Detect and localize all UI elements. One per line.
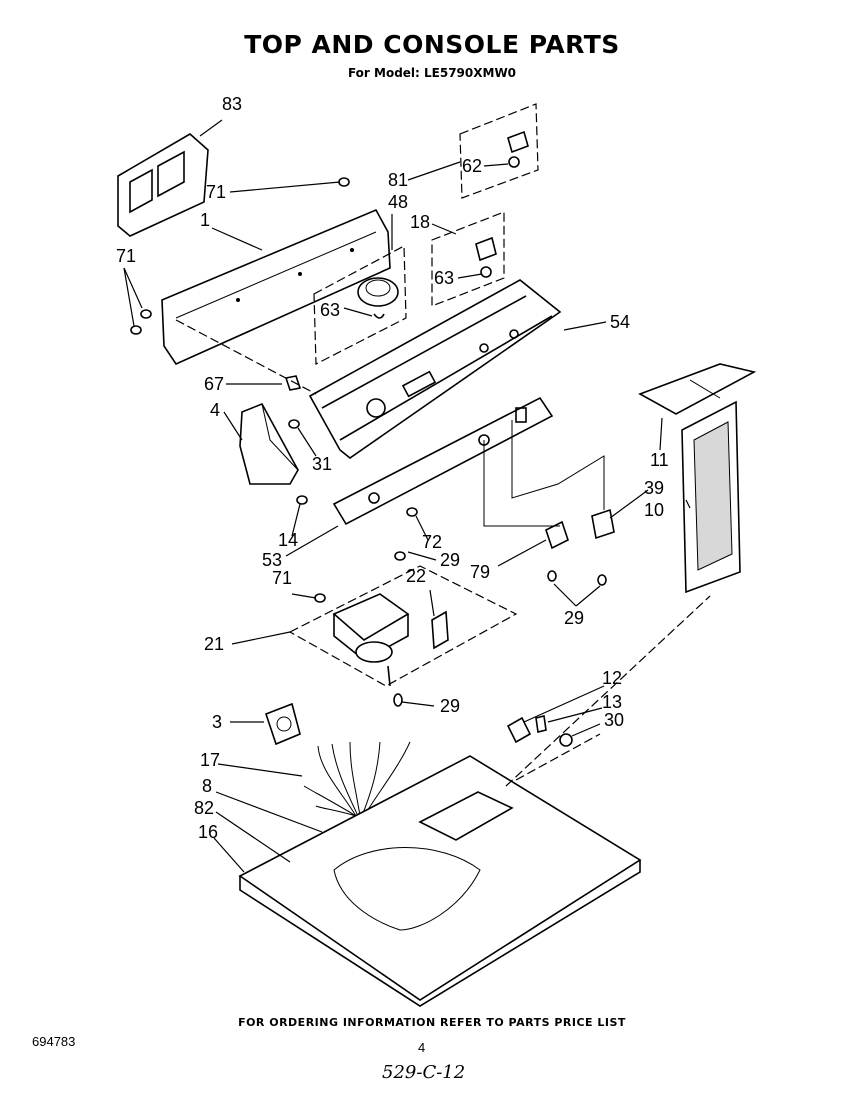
callout-4: 4: [210, 400, 220, 420]
ordering-note: FOR ORDERING INFORMATION REFER TO PARTS …: [238, 1016, 626, 1029]
callout-82: 82: [194, 798, 214, 818]
part-11-filter-cover: [638, 363, 757, 415]
part-83-end-panel: [117, 133, 209, 237]
callout-71: 71: [116, 246, 136, 266]
harness-line: [511, 420, 605, 510]
leader-lines: [123, 119, 691, 873]
part-48-knob-group: [313, 245, 407, 365]
callout-10: 10: [644, 500, 664, 520]
callout-8: 8: [202, 776, 212, 796]
callout-21: 21: [204, 634, 224, 654]
callout-81: 81: [388, 170, 408, 190]
callout-53: 53: [262, 550, 282, 570]
page-number: 4: [418, 1040, 426, 1055]
part-22-bracket: [431, 610, 449, 650]
callout-3: 3: [212, 712, 222, 732]
model-subtitle: For Model: LE5790XMW0: [347, 66, 517, 80]
callout-62: 62: [462, 156, 482, 176]
callout-16: 16: [198, 822, 218, 842]
callout-13: 13: [602, 692, 622, 712]
callout-48: 48: [388, 192, 408, 212]
callout-29: 29: [564, 608, 584, 628]
part-12-bracket: [506, 716, 532, 744]
reference-line: [175, 319, 317, 395]
part-1-rear-panel: [161, 208, 391, 366]
callout-79: 79: [470, 562, 490, 582]
harness-line: [483, 440, 560, 527]
handwritten-code: 529-C-12: [382, 1062, 466, 1083]
callout-30: 30: [604, 710, 624, 730]
part-67-clip: [284, 375, 302, 391]
callout-labels: 83 71 1 71 48 81 62 18 63 63 54 67 4 31 …: [116, 94, 669, 842]
callout-54: 54: [610, 312, 630, 332]
part-81-knob-group: [459, 103, 539, 199]
page-title: TOP AND CONSOLE PARTS: [244, 30, 620, 59]
part-18-knob-group: [431, 211, 505, 307]
part-10-lint-housing: [681, 400, 741, 594]
reference-line: [505, 595, 711, 787]
part-13-screw: [535, 715, 547, 733]
callout-67: 67: [204, 374, 224, 394]
callout-12: 12: [602, 668, 622, 688]
part-4-side-cover: [239, 402, 299, 485]
callout-18: 18: [410, 212, 430, 232]
callout-83: 83: [222, 94, 242, 114]
part-54-console: [308, 279, 562, 459]
callout-39: 39: [644, 478, 664, 498]
callout-22: 22: [406, 566, 426, 586]
callout-29: 29: [440, 550, 460, 570]
callout-31: 31: [312, 454, 332, 474]
document-number: 694783: [32, 1034, 76, 1049]
callout-1: 1: [200, 210, 210, 230]
callout-29: 29: [440, 696, 460, 716]
part-39-switch: [591, 508, 615, 540]
callout-17: 17: [200, 750, 220, 770]
callout-71: 71: [272, 568, 292, 588]
part-16-top-panel: [238, 755, 642, 1007]
callout-11: 11: [650, 450, 669, 470]
part-53-bracket: [332, 396, 554, 526]
callout-63: 63: [320, 300, 340, 320]
part-79-switch: [545, 520, 569, 550]
callout-71: 71: [206, 182, 226, 202]
callout-72: 72: [422, 532, 442, 552]
part-30-nut: [559, 733, 573, 747]
callout-14: 14: [278, 530, 298, 550]
part-21-timer-assembly: [288, 565, 518, 687]
reference-line: [515, 733, 601, 781]
part-3-control: [264, 702, 301, 746]
callout-63: 63: [434, 268, 454, 288]
